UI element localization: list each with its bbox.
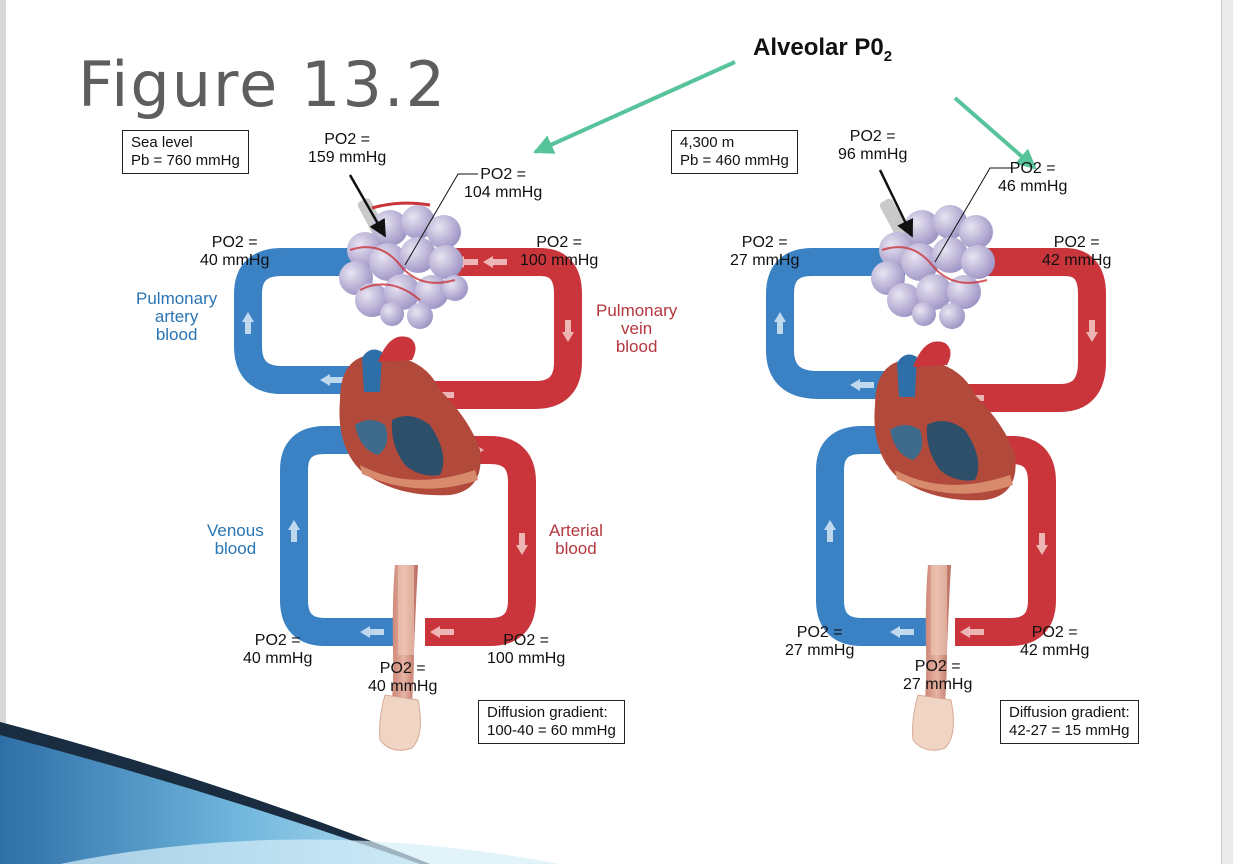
label-line: blood: [155, 325, 198, 344]
label-line: blood: [615, 337, 658, 356]
po2-text: PO2 =: [324, 131, 371, 148]
label-line: Venous: [207, 521, 264, 540]
po2-value: 27 mmHg: [730, 252, 800, 269]
venous-blood-label: Venous blood: [207, 522, 264, 558]
alveolar-po2-pointer: [934, 167, 1012, 263]
pressure-line: Pb = 460 mmHg: [680, 152, 789, 169]
po2-value: 40 mmHg: [368, 678, 438, 695]
pulmonary-vein-po2-label: PO2 = 42 mmHg: [1042, 234, 1111, 270]
heart-icon: [874, 341, 1016, 501]
venous-po2-label: PO2 = 27 mmHg: [785, 624, 854, 660]
pulmonary-artery-vessel: [766, 248, 905, 399]
alveolar-heading-subscript: 2: [883, 47, 893, 65]
scrollbar[interactable]: [1221, 0, 1233, 864]
condition-line: 4,300 m: [680, 134, 735, 151]
po2-text: PO2 =: [480, 166, 527, 183]
po2-value: 46 mmHg: [998, 178, 1068, 195]
heart-icon: [339, 336, 481, 496]
po2-value: 40 mmHg: [200, 252, 270, 269]
slide-left-edge: [0, 0, 6, 864]
alveolar-pointer-arrow-left: [533, 60, 736, 154]
po2-value: 42 mmHg: [1042, 252, 1112, 269]
po2-text: PO2 =: [536, 234, 583, 251]
po2-text: PO2 =: [254, 632, 301, 649]
po2-value: 100 mmHg: [520, 252, 599, 269]
tissue-po2-label: PO2 = 40 mmHg: [368, 660, 437, 696]
inspired-po2-pointer: [348, 174, 387, 238]
slide-swoosh-decoration: [0, 722, 560, 864]
pulmonary-artery-blood-label: Pulmonary artery blood: [136, 290, 217, 344]
pulmonary-artery-po2-label: PO2 = 27 mmHg: [730, 234, 799, 270]
inspired-po2-label: PO2 = 96 mmHg: [838, 128, 907, 164]
po2-value: 42 mmHg: [1020, 642, 1090, 659]
flow-arrow-icon: [774, 312, 914, 638]
po2-text: PO2 =: [741, 234, 788, 251]
gradient-value: 42-27 = 15 mmHg: [1009, 722, 1130, 739]
po2-text: PO2 =: [1031, 624, 1078, 641]
alveolar-po2-heading: Alveolar P02: [753, 34, 892, 65]
alveolar-po2-pointer: [404, 173, 478, 266]
po2-value: 100 mmHg: [487, 650, 566, 667]
po2-text: PO2 =: [211, 234, 258, 251]
po2-value: 159 mmHg: [308, 149, 387, 166]
alveolar-po2-label: PO2 = 104 mmHg: [464, 166, 542, 202]
pressure-line: Pb = 760 mmHg: [131, 152, 240, 169]
po2-text: PO2 =: [1009, 160, 1056, 177]
pulmonary-artery-po2-label: PO2 = 40 mmHg: [200, 234, 269, 270]
label-line: vein: [621, 319, 653, 338]
leg-muscle-icon: [379, 565, 421, 751]
po2-text: PO2 =: [796, 624, 843, 641]
po2-text: PO2 =: [849, 128, 896, 145]
label-line: Pulmonary: [136, 289, 218, 308]
arterial-po2-label: PO2 = 42 mmHg: [1020, 624, 1089, 660]
arterial-blood-label: Arterial blood: [549, 522, 603, 558]
label-line: Pulmonary: [596, 301, 678, 320]
alveolar-po2-label: PO2 = 46 mmHg: [998, 160, 1067, 196]
label-line: blood: [555, 539, 597, 558]
gradient-value: 100-40 = 60 mmHg: [487, 722, 616, 739]
po2-text: PO2 =: [1053, 234, 1100, 251]
condition-line: Sea level: [131, 134, 193, 151]
alveolar-pointer-arrow-right: [953, 96, 1037, 170]
po2-text: PO2 =: [503, 632, 550, 649]
po2-value: 27 mmHg: [785, 642, 855, 659]
label-line: Arterial: [549, 521, 603, 540]
po2-value: 104 mmHg: [464, 184, 543, 201]
label-line: artery: [154, 307, 199, 326]
gradient-heading: Diffusion gradient:: [1009, 704, 1130, 721]
arterial-po2-label: PO2 = 100 mmHg: [487, 632, 565, 668]
pulmonary-vein-blood-label: Pulmonary vein blood: [596, 302, 677, 356]
sea-level-gradient-box: Diffusion gradient: 100-40 = 60 mmHg: [478, 700, 625, 744]
pulmonary-vein-po2-label: PO2 = 100 mmHg: [520, 234, 598, 270]
leg-muscle-icon: [912, 565, 954, 751]
lung-alveoli-icon: [871, 198, 995, 329]
inspired-po2-pointer: [878, 169, 914, 238]
label-line: blood: [214, 539, 257, 558]
altitude-gradient-box: Diffusion gradient: 42-27 = 15 mmHg: [1000, 700, 1139, 744]
gradient-heading: Diffusion gradient:: [487, 704, 608, 721]
lung-alveoli-icon: [339, 198, 468, 329]
altitude-circuit: [766, 167, 1106, 751]
po2-text: PO2 =: [914, 658, 961, 675]
slide-title: Figure 13.2: [78, 48, 448, 121]
po2-value: 27 mmHg: [903, 676, 973, 693]
inspired-po2-label: PO2 = 159 mmHg: [308, 131, 386, 167]
venous-po2-label: PO2 = 40 mmHg: [243, 632, 312, 668]
alveolar-heading-text: Alveolar P0: [753, 34, 884, 61]
sea-level-condition-box: Sea level Pb = 760 mmHg: [122, 130, 249, 174]
po2-text: PO2 =: [379, 660, 426, 677]
po2-value: 96 mmHg: [838, 146, 908, 163]
po2-value: 40 mmHg: [243, 650, 313, 667]
altitude-condition-box: 4,300 m Pb = 460 mmHg: [671, 130, 798, 174]
tissue-po2-label: PO2 = 27 mmHg: [903, 658, 972, 694]
sea-level-circuit: [234, 173, 582, 751]
